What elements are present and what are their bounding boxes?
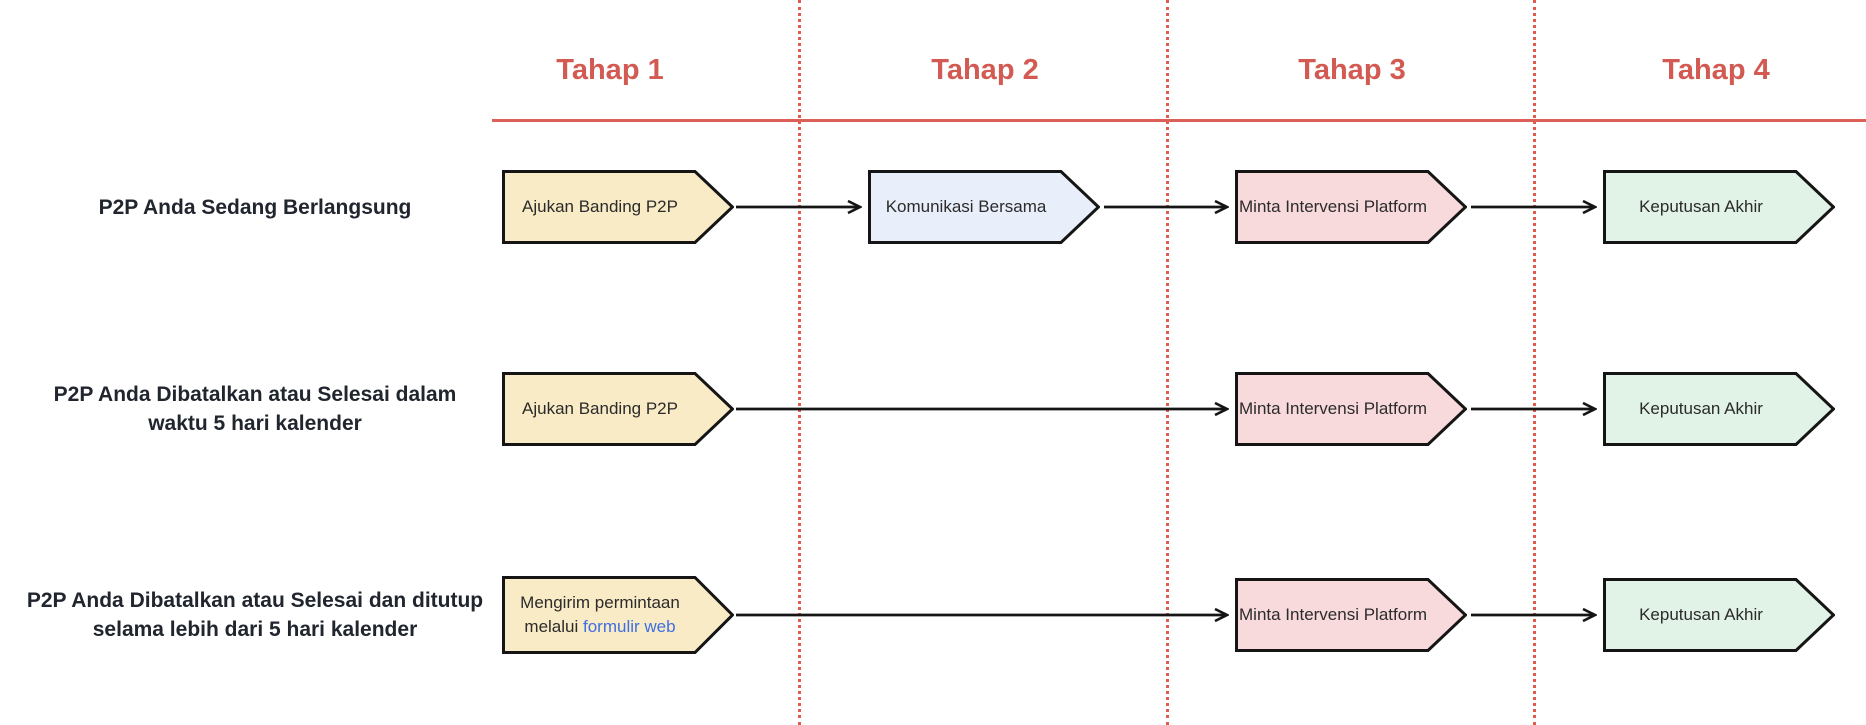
stage-header-rule [492, 119, 1866, 122]
step-label: Minta Intervensi Platform [1239, 605, 1428, 624]
step-label: Komunikasi Bersama [885, 197, 1047, 216]
chevron-shape [1603, 170, 1835, 244]
row-label-3: P2P Anda Dibatalkan atau Selesai dan dit… [15, 586, 495, 644]
step-label: Ajukan Banding P2P [522, 197, 678, 216]
chevron-shape [1235, 170, 1467, 244]
stage-divider-3 [1533, 0, 1536, 725]
chevron-shape [868, 170, 1100, 244]
stage-header-tahap-3: Tahap 3 [1298, 54, 1406, 86]
stage-header-tahap-4: Tahap 4 [1662, 54, 1770, 86]
row-label-3-line-1: P2P Anda Dibatalkan atau Selesai dan dit… [26, 589, 484, 612]
step-label: Keputusan Akhir [1639, 605, 1763, 624]
step-label: Ajukan Banding P2P [522, 399, 678, 418]
chevron-shape [1235, 578, 1467, 652]
step-box-r3-keputusan-akhir: Keputusan Akhir [1603, 578, 1835, 652]
step-box-r3-mengirim-permintaan: Mengirim permintaan melalui formulir web [502, 576, 734, 654]
row-label-2-line-2: waktu 5 hari kalender [148, 412, 362, 435]
chevron-shape [502, 372, 734, 446]
chevron-shape [1603, 578, 1835, 652]
stage-divider-2 [1166, 0, 1169, 725]
chevron-shape [502, 576, 734, 654]
chevron-shape [1603, 372, 1835, 446]
step-label: Keputusan Akhir [1639, 399, 1763, 418]
step-label-line-2-prefix: melalui [524, 617, 579, 636]
row-label-2: P2P Anda Dibatalkan atau Selesai dalam w… [15, 380, 495, 438]
chevron-shape [1235, 372, 1467, 446]
stage-header-tahap-2: Tahap 2 [931, 54, 1039, 86]
stage-header-tahap-1: Tahap 1 [556, 54, 664, 86]
step-label-line-1: Mengirim permintaan [520, 593, 680, 612]
step-box-r2-ajukan-banding: Ajukan Banding P2P [502, 372, 734, 446]
step-label: Minta Intervensi Platform [1239, 197, 1428, 216]
step-label: Mengirim permintaan melalui formulir web [506, 576, 694, 654]
chevron-shape [502, 170, 734, 244]
row-label-1: P2P Anda Sedang Berlangsung [15, 193, 495, 222]
step-label-line-2: melalui formulir web [524, 615, 675, 639]
step-label: Keputusan Akhir [1639, 197, 1763, 216]
step-box-r2-keputusan-akhir: Keputusan Akhir [1603, 372, 1835, 446]
formulir-web-link[interactable]: formulir web [583, 617, 676, 636]
step-box-r3-minta-intervensi: Minta Intervensi Platform [1235, 578, 1467, 652]
row-label-1-line-1: P2P Anda Sedang Berlangsung [98, 196, 412, 219]
row-label-2-line-1: P2P Anda Dibatalkan atau Selesai dalam [53, 383, 457, 406]
row-label-3-line-2: selama lebih dari 5 hari kalender [92, 618, 418, 641]
step-label: Minta Intervensi Platform [1239, 399, 1428, 418]
step-box-r1-komunikasi-bersama: Komunikasi Bersama [868, 170, 1100, 244]
stage-divider-1 [798, 0, 801, 725]
step-box-r1-keputusan-akhir: Keputusan Akhir [1603, 170, 1835, 244]
step-box-r1-minta-intervensi: Minta Intervensi Platform [1235, 170, 1467, 244]
step-box-r1-ajukan-banding: Ajukan Banding P2P [502, 170, 734, 244]
step-box-r2-minta-intervensi: Minta Intervensi Platform [1235, 372, 1467, 446]
